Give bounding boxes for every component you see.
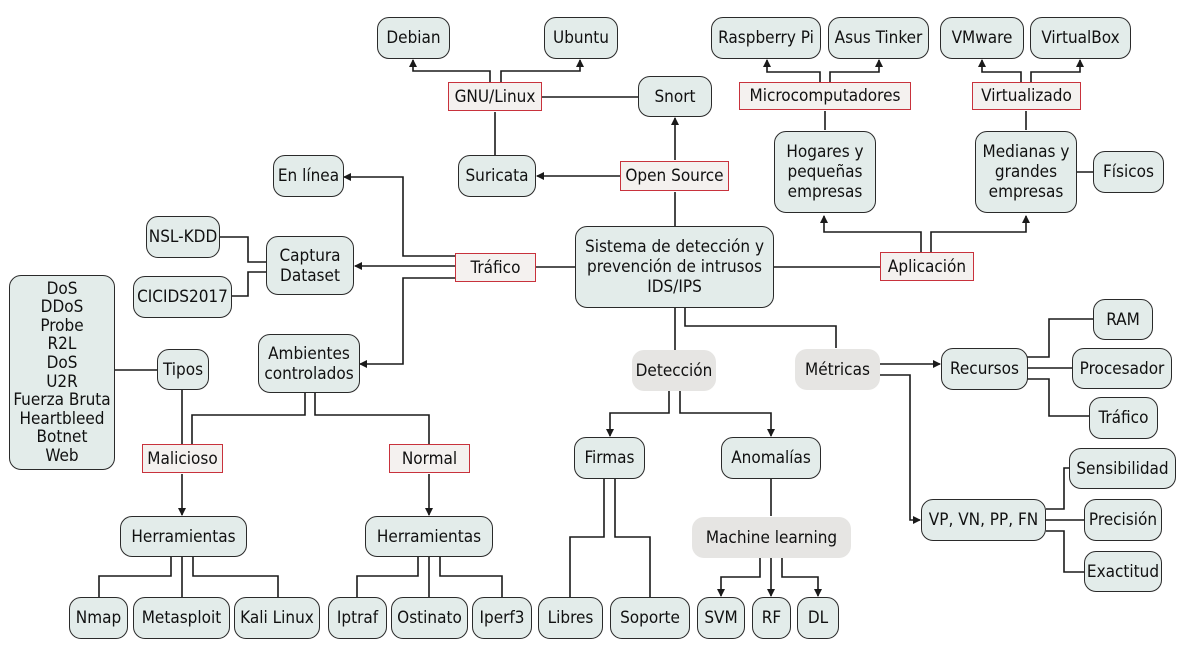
node-ubuntu[interactable]: Ubuntu <box>544 17 618 59</box>
category-microcomputadores[interactable]: Microcomputadores <box>739 82 911 110</box>
node-firmas[interactable]: Firmas <box>574 437 645 479</box>
node-nmap[interactable]: Nmap <box>69 597 128 639</box>
node-ambientes-controlados[interactable]: Ambientes controlados <box>258 334 360 393</box>
node-hogares[interactable]: Hogares y pequeñas empresas <box>774 131 876 213</box>
edge-metricas-vp <box>880 374 921 524</box>
node-herramientas-malicioso[interactable]: Herramientas <box>120 516 247 557</box>
category-virtualizado[interactable]: Virtualizado <box>972 82 1081 110</box>
edge-cicids-captura <box>232 271 266 297</box>
node-vmware[interactable]: VMware <box>940 17 1024 59</box>
edge-ml-dl <box>781 558 822 597</box>
edge-trafico-enlinea <box>343 173 455 257</box>
node-captura-dataset[interactable]: Captura Dataset <box>266 236 354 295</box>
node-attack-types-list[interactable]: DoS DDoS Probe R2L DoS U2R Fuerza Bruta … <box>9 275 115 470</box>
edge-gnulinux-debian <box>409 59 491 82</box>
category-gnu-linux[interactable]: GNU/Linux <box>448 82 542 111</box>
node-ram[interactable]: RAM <box>1093 299 1153 340</box>
node-medianas[interactable]: Medianas y grandes empresas <box>975 131 1077 213</box>
category-aplicacion[interactable]: Aplicación <box>880 252 974 281</box>
edge-ambientes-malicioso <box>191 392 306 444</box>
node-deteccion[interactable]: Detección <box>632 350 716 391</box>
edge-ml-svm <box>717 558 761 597</box>
node-iptraf[interactable]: Iptraf <box>328 597 387 639</box>
node-nsl-kdd[interactable]: NSL-KDD <box>146 216 220 258</box>
node-svm[interactable]: SVM <box>697 597 745 639</box>
node-fisicos[interactable]: Físicos <box>1093 151 1164 193</box>
category-trafico[interactable]: Tráfico <box>455 253 536 282</box>
node-metricas[interactable]: Métricas <box>795 349 880 390</box>
node-cicids2017[interactable]: CICIDS2017 <box>133 276 232 318</box>
edge-recursos-ram <box>1027 318 1093 358</box>
node-iperf3[interactable]: Iperf3 <box>472 597 532 639</box>
node-en-linea[interactable]: En línea <box>273 155 344 197</box>
edge-gnulinux-ubuntu <box>500 59 584 82</box>
edge-herr2-iptraf <box>356 556 419 597</box>
center-node-ids-ips[interactable]: Sistema de detección y prevención de int… <box>575 226 774 308</box>
node-procesador[interactable]: Procesador <box>1072 348 1172 389</box>
edge-firmas-libres <box>569 479 605 597</box>
edge-ambientes-normal <box>314 392 430 444</box>
edge-aplicacion-medianas <box>930 215 1030 252</box>
node-precision[interactable]: Precisión <box>1084 499 1162 541</box>
node-exactitud[interactable]: Exactitud <box>1084 551 1162 592</box>
edge-herr1-nmap <box>98 556 172 597</box>
edge-micro-asus <box>829 59 883 82</box>
node-libres[interactable]: Libres <box>538 597 603 639</box>
node-metasploit[interactable]: Metasploit <box>133 597 230 639</box>
edge-herr1-kali <box>192 556 279 597</box>
edge-trafico-ambientes <box>359 277 455 368</box>
node-suricata[interactable]: Suricata <box>458 155 536 197</box>
category-open-source[interactable]: Open Source <box>620 161 729 191</box>
edge-vp-sensibilidad <box>1046 467 1069 510</box>
edge-virtual-virtualbox <box>1030 59 1084 82</box>
category-normal[interactable]: Normal <box>389 444 470 473</box>
node-ostinato[interactable]: Ostinato <box>391 597 468 639</box>
edge-herr2-iperf3 <box>439 556 503 597</box>
node-trafico-metric[interactable]: Tráfico <box>1089 397 1158 439</box>
node-sensibilidad[interactable]: Sensibilidad <box>1069 448 1176 489</box>
node-debian[interactable]: Debian <box>377 17 450 59</box>
node-machine-learning[interactable]: Machine learning <box>692 517 851 558</box>
edge-vp-exactitud <box>1046 530 1084 573</box>
node-tipos[interactable]: Tipos <box>157 349 209 390</box>
node-rf[interactable]: RF <box>752 597 791 639</box>
node-soporte[interactable]: Soporte <box>610 597 690 639</box>
node-anomalias[interactable]: Anomalías <box>721 437 821 479</box>
edge-firmas-soporte <box>614 479 651 597</box>
node-recursos[interactable]: Recursos <box>941 348 1028 390</box>
node-herramientas-normal[interactable]: Herramientas <box>365 516 493 557</box>
edge-aplicacion-hogares <box>820 215 922 252</box>
node-raspberry-pi[interactable]: Raspberry Pi <box>711 17 821 59</box>
edge-virtual-vmware <box>978 59 1022 82</box>
edge-micro-raspberry <box>763 59 821 82</box>
edge-center-metricas <box>684 308 837 348</box>
node-kali-linux[interactable]: Kali Linux <box>234 597 320 639</box>
node-dl[interactable]: DL <box>797 597 839 639</box>
node-snort[interactable]: Snort <box>638 76 712 117</box>
node-asus-tinker[interactable]: Asus Tinker <box>828 17 929 59</box>
node-vp-vn-pp-fn[interactable]: VP, VN, PP, FN <box>921 499 1046 541</box>
edge-recursos-trafico <box>1027 378 1089 417</box>
category-malicioso[interactable]: Malicioso <box>142 444 223 473</box>
node-virtualbox[interactable]: VirtualBox <box>1030 17 1131 59</box>
edge-deteccion-firmas <box>606 390 670 437</box>
edge-deteccion-anomalias <box>679 390 775 437</box>
edge-nslkdd-captura <box>220 236 266 263</box>
